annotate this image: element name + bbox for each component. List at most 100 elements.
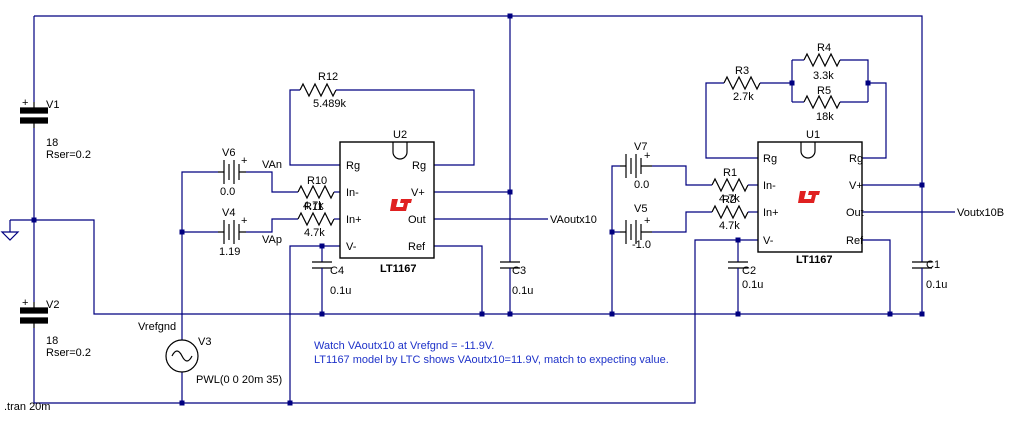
u1-pin-v-minus: V- [763,235,774,247]
v7-value: 0.0 [634,179,649,191]
c1-value: 0.1u [926,279,947,291]
ltc-logo-icon [390,199,412,211]
v1-label: V1 [46,99,59,111]
ltc-logo-icon [798,191,820,203]
r4-value: 3.3k [813,70,834,82]
v3-label: V3 [198,336,211,348]
resistor-r11-icon [297,211,335,227]
v6-label: V6 [222,147,235,159]
u2-pin-in-plus: In+ [346,214,362,226]
u1-pin-in-minus: In- [763,180,776,192]
v2-param: Rser=0.2 [46,347,91,359]
resistor-r1-icon [711,177,749,193]
note-line-2: LT1167 model by LTC shows VAoutx10=11.9V… [314,354,669,366]
capacitor-c3-icon [500,261,520,286]
vrefgnd-label: Vrefgnd [138,321,176,333]
v6-value: 0.0 [220,186,235,198]
net-van-label: VAn [262,159,282,171]
r1-label: R1 [723,167,737,179]
ic-u1 [757,141,863,253]
r2-label: R2 [722,194,736,206]
capacitor-c2-icon [728,261,748,286]
voltage-source-v3-icon [165,339,199,373]
v4-value: 1.19 [219,246,240,258]
u2-pin-v-plus: V+ [411,187,425,199]
svg-text:+: + [22,97,28,109]
c4-label: C4 [330,265,344,277]
battery-v2-icon: + [20,297,48,328]
u1-pin-ref: Ref [846,235,864,247]
net-vap-label: VAp [262,234,282,246]
resistor-r12-icon [299,82,337,98]
ic-u2 [339,141,435,259]
battery-v5-icon: + [620,215,652,244]
svg-text:+: + [644,150,650,162]
v5-value: -1.0 [632,239,651,251]
svg-text:+: + [644,215,650,227]
c4-value: 0.1u [330,285,351,297]
u2-pin-ref: Ref [408,241,426,253]
u1-label: U1 [806,129,820,141]
ground-icon [0,220,20,241]
capacitor-c4-icon [312,261,332,286]
junctions [31,13,925,406]
resistor-r10-icon [297,184,335,200]
r12-value: 5.489k [313,98,347,110]
c3-value: 0.1u [512,285,533,297]
v3-value: PWL(0 0 20m 35) [196,374,282,386]
r3-label: R3 [735,65,749,77]
c2-value: 0.1u [742,279,763,291]
v5-label: V5 [634,203,647,215]
u1-pin-rg-right: Rg [849,153,863,165]
c2-label: C2 [742,265,756,277]
r3-value: 2.7k [733,91,754,103]
net-vaoutx10-label: VAoutx10 [550,214,597,226]
svg-text:+: + [22,297,28,309]
r2-value: 4.7k [719,220,740,232]
u1-part: LT1167 [796,254,833,266]
c3-label: C3 [512,265,526,277]
r10-label: R10 [307,175,327,187]
r5-value: 18k [816,111,834,123]
r1-value: 4.7k [719,193,740,205]
spice-directive: .tran 20m [4,401,50,413]
u2-label: U2 [393,129,407,141]
u2-pin-out: Out [408,214,426,226]
r10-value: 4.7k [303,200,324,212]
r11-label: R11 [304,201,323,213]
battery-v4-icon: + [218,215,247,244]
v2-value: 18 [46,335,58,347]
r12-label: R12 [318,71,338,83]
v4-label: V4 [222,207,235,219]
resistor-r3-icon [723,75,761,91]
battery-v1-icon: + [20,97,48,128]
v1-value: 18 [46,137,58,149]
resistor-r4-icon [803,52,841,68]
svg-text:+: + [241,155,247,167]
resistor-r2-icon [711,204,749,220]
u1-pin-in-plus: In+ [763,207,779,219]
battery-v7-icon: + [620,150,652,178]
resistor-r5-icon [803,94,841,110]
r4-label: R4 [817,42,831,54]
v7-label: V7 [634,141,647,153]
u2-pin-rg-right: Rg [412,160,426,172]
u1-pin-out: Out [846,207,864,219]
v1-param: Rser=0.2 [46,149,91,161]
u1-pin-rg-left: Rg [763,153,777,165]
r5-label: R5 [817,85,831,97]
battery-v6-icon: + [218,155,247,184]
note-line-1: Watch VAoutx10 at Vrefgnd = -11.9V. [314,340,494,352]
c1-label: C1 [926,259,940,271]
u2-pin-in-minus: In- [346,187,359,199]
svg-text:+: + [241,215,247,227]
r11-value: 4.7k [304,227,325,239]
net-voutx10b-label: Voutx10B [957,207,1004,219]
u2-part: LT1167 [380,263,417,275]
v2-label: V2 [46,299,59,311]
u1-pin-v-plus: V+ [849,180,863,192]
capacitor-c1-icon [912,261,932,290]
u2-pin-rg-left: Rg [346,160,360,172]
u2-pin-v-minus: V- [346,241,357,253]
